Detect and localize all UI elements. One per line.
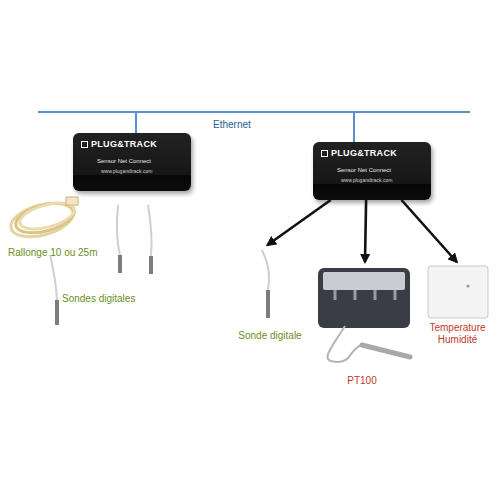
- logo-mark: [321, 150, 328, 157]
- ethernet-drop: [135, 112, 137, 134]
- terminal-ridge: [334, 290, 337, 300]
- terminal-strip: [323, 272, 405, 290]
- sensor-node: Sonde digitale: [228, 245, 312, 342]
- device-label: PLUG&TRACK: [321, 148, 397, 158]
- cable-plug: [66, 197, 78, 205]
- ethernet-bus: [38, 111, 470, 113]
- free-label: Ethernet: [213, 119, 251, 130]
- free-label: Sondes digitales: [62, 293, 135, 304]
- probe-cable: [262, 250, 269, 290]
- brand-text: PLUG&TRACK: [331, 148, 397, 158]
- device-label: Sensor Net Connect: [97, 158, 151, 164]
- free-label: Rallonge 10 ou 25m: [8, 247, 98, 258]
- connector-arrow: [365, 200, 366, 262]
- sensor-node: Temperature Humidité: [420, 262, 495, 346]
- sensor-hole: [466, 284, 469, 287]
- sensor-label: PT100: [347, 375, 376, 387]
- terminal-ridge: [374, 290, 377, 300]
- device-label: PLUG&TRACK: [81, 139, 157, 149]
- ethernet-drop: [353, 112, 355, 143]
- probe-cable: [117, 205, 120, 255]
- gateway-device: PLUG&TRACK Sensor Net Connect www.plugandt…: [313, 142, 431, 200]
- gateway-device: PLUG&TRACK Sensor Net Connect www.plugandt…: [73, 133, 191, 191]
- cable-coil: [13, 198, 78, 239]
- probe-tip: [118, 255, 122, 273]
- connector-arrow: [402, 200, 457, 262]
- sensor-label: Temperature Humidité: [420, 322, 495, 346]
- logo-mark: [81, 141, 88, 148]
- sensor-label: Sonde digitale: [238, 330, 301, 342]
- sensor-housing: [428, 266, 488, 318]
- terminal-ridge: [394, 290, 397, 300]
- probe-cable: [148, 205, 152, 256]
- device-label: www.plugandtrack.com: [101, 168, 152, 174]
- probe-cable: [50, 255, 57, 300]
- device-label: www.plugandtrack.com: [341, 177, 392, 183]
- device-label: Sensor Net Connect: [337, 167, 391, 173]
- terminal-ridge: [354, 290, 357, 300]
- sensor-node: PT100: [312, 262, 412, 387]
- brand-text: PLUG&TRACK: [91, 139, 157, 149]
- pt100-module: [318, 268, 410, 328]
- connector-arrow: [267, 200, 330, 245]
- probe-tip: [266, 290, 270, 318]
- probe-tip: [55, 300, 59, 325]
- pt100-cable: [327, 326, 362, 362]
- pt100-rod: [362, 345, 410, 357]
- probe-tip: [149, 256, 153, 274]
